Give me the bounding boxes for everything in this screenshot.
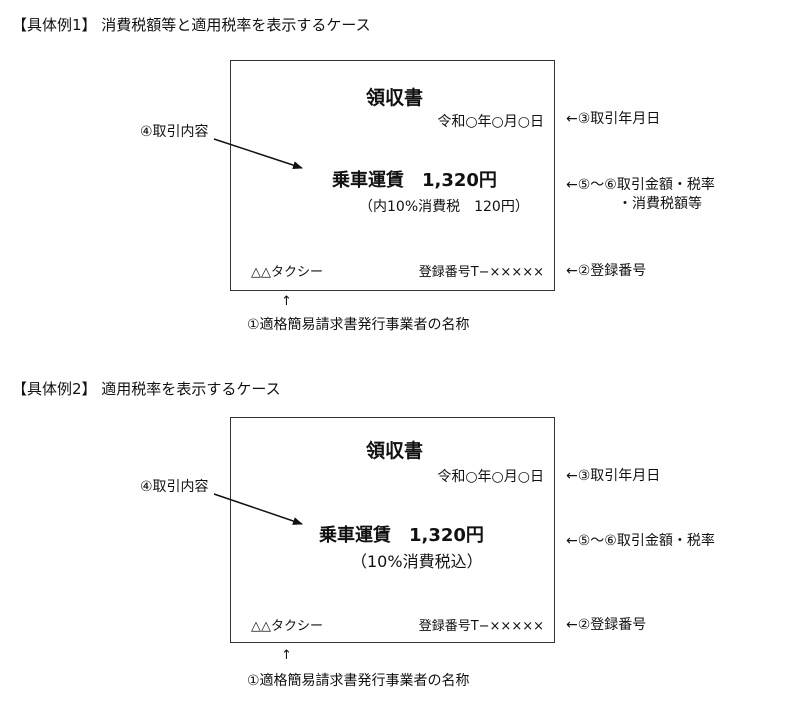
annotation-issuer-name: ①適格簡易請求書発行事業者の名称 — [247, 673, 470, 689]
annotation-transaction-date: ←③取引年月日 — [566, 468, 661, 484]
annotation-transaction-date: ←③取引年月日 — [566, 111, 661, 127]
receipt-amount: 乗車運賃 1,320円 — [319, 525, 484, 546]
annotation-amount-rate: ←⑤〜⑥取引金額・税率 — [566, 533, 715, 549]
receipt-issuer: △△タクシー — [251, 265, 323, 280]
receipt-date: 令和○年○月○日 — [437, 469, 544, 485]
receipt-date: 令和○年○月○日 — [437, 114, 544, 130]
receipt-title: 領収書 — [366, 440, 424, 462]
receipt-title: 領収書 — [366, 87, 424, 109]
annotation-transaction-content: ④取引内容 — [140, 479, 209, 495]
arrow-example-1 — [213, 138, 303, 169]
receipt-registration: 登録番号T−××××× — [418, 619, 544, 634]
receipt-tax: （内10%消費税 120円） — [359, 199, 529, 215]
example-2-heading: 【具体例2】 適用税率を表示するケース — [12, 380, 281, 398]
receipt-2: 領収書 令和○年○月○日 乗車運賃 1,320円 （10%消費税込） △△タクシ… — [230, 417, 555, 643]
example-1-heading: 【具体例1】 消費税額等と適用税率を表示するケース — [12, 16, 371, 34]
receipt-amount: 乗車運賃 1,320円 — [332, 170, 497, 191]
receipt-tax: （10%消費税込） — [351, 552, 483, 571]
receipt-issuer: △△タクシー — [251, 619, 323, 634]
annotation-transaction-content: ④取引内容 — [140, 124, 209, 140]
receipt-registration: 登録番号T−××××× — [418, 265, 544, 280]
arrow-example-2 — [213, 493, 303, 525]
up-arrow-icon: ↑ — [281, 294, 292, 309]
annotation-issuer-name: ①適格簡易請求書発行事業者の名称 — [247, 317, 470, 333]
annotation-amount-rate: ←⑤〜⑥取引金額・税率 — [566, 177, 715, 193]
annotation-registration: ←②登録番号 — [566, 617, 647, 633]
receipt-1: 領収書 令和○年○月○日 乗車運賃 1,320円 （内10%消費税 120円） … — [230, 60, 555, 291]
annotation-tax-amount: ・消費税額等 — [618, 196, 702, 212]
up-arrow-icon: ↑ — [281, 648, 292, 663]
annotation-registration: ←②登録番号 — [566, 263, 647, 279]
